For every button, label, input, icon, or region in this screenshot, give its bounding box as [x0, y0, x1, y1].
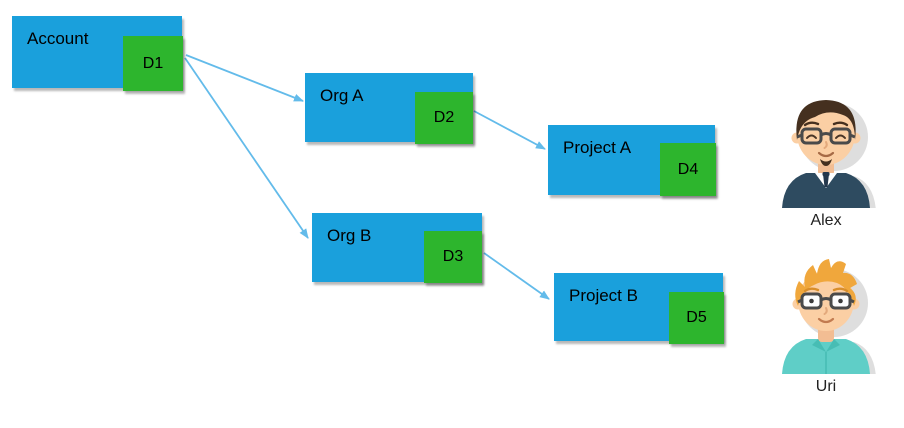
node-project-a-label: Project A	[563, 138, 632, 157]
node-org-a: Org A D2	[305, 73, 473, 144]
edge-org-b-to-project-b	[483, 252, 550, 300]
badge-d1: D1	[123, 36, 183, 91]
node-org-b-label: Org B	[327, 226, 372, 245]
node-project-b-label: Project B	[569, 286, 638, 305]
badge-d2: D2	[415, 92, 473, 144]
node-account: Account D1	[12, 16, 183, 91]
badge-d3: D3	[424, 231, 482, 283]
badge-d5: D5	[669, 292, 724, 344]
badge-d2-label: D2	[433, 109, 455, 126]
badge-d3-label: D3	[442, 248, 464, 265]
avatar-uri	[782, 259, 876, 374]
node-account-label: Account	[27, 29, 89, 48]
node-project-b: Project B D5	[554, 273, 724, 344]
node-project-a: Project A D4	[548, 125, 716, 196]
user-alex: Alex	[776, 90, 876, 230]
edge-account-to-org-b	[184, 57, 309, 239]
badge-d4: D4	[660, 143, 716, 196]
avatar-alex	[782, 100, 876, 208]
badge-d4-label: D4	[677, 160, 699, 178]
badge-d5-label: D5	[686, 309, 707, 326]
node-org-b: Org B D3	[312, 213, 482, 283]
badge-d1-label: D1	[142, 54, 164, 72]
user-uri: Uri	[776, 252, 876, 396]
edge-org-a-to-project-a	[473, 110, 546, 150]
edge-account-to-org-a	[185, 54, 304, 102]
user-uri-name: Uri	[815, 378, 837, 395]
node-org-a-label: Org A	[320, 86, 364, 105]
user-alex-name: Alex	[810, 212, 842, 229]
